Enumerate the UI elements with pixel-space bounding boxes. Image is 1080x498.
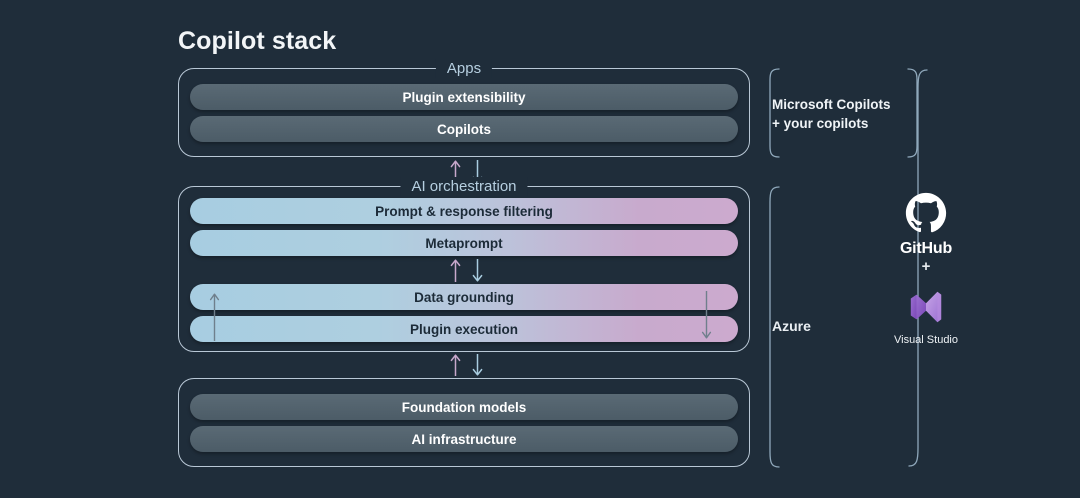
bar-label: Metaprompt bbox=[425, 235, 503, 251]
bar-label: Plugin execution bbox=[409, 321, 518, 337]
group-ai-orchestration-label: AI orchestration bbox=[400, 177, 528, 196]
visual-studio-icon bbox=[910, 291, 942, 323]
bracket-tools-column bbox=[908, 69, 928, 467]
label-line-2: + your copilots bbox=[772, 116, 869, 131]
bar-plugin-extensibility[interactable]: Plugin extensibility bbox=[190, 84, 738, 110]
bar-plugin-execution[interactable]: Plugin execution bbox=[190, 316, 738, 342]
bar-metaprompt[interactable]: Metaprompt bbox=[190, 230, 738, 256]
arrow-down-icon bbox=[701, 291, 712, 339]
bar-data-grounding[interactable]: Data grounding bbox=[190, 284, 738, 310]
label-azure: Azure bbox=[772, 318, 811, 334]
bar-ai-infrastructure[interactable]: AI infrastructure bbox=[190, 426, 738, 452]
arrow-up-icon bbox=[450, 258, 461, 282]
bar-label: Data grounding bbox=[414, 289, 514, 305]
github-octocat-icon bbox=[905, 192, 947, 233]
logo-github-label: GitHub bbox=[899, 240, 953, 257]
page-title: Copilot stack bbox=[178, 27, 337, 55]
group-foundation bbox=[178, 378, 750, 467]
arrow-up-icon bbox=[209, 293, 220, 341]
arrow-down-icon bbox=[472, 258, 483, 282]
bracket-microsoft-copilots-right bbox=[907, 68, 918, 158]
logo-github: GitHub bbox=[888, 192, 964, 258]
bar-prompt-response-filtering[interactable]: Prompt & response filtering bbox=[190, 198, 738, 224]
label-microsoft-copilots: Microsoft Copilots + your copilots bbox=[772, 95, 891, 133]
group-ai-orchestration: AI orchestration bbox=[178, 177, 750, 352]
arrows-orchestration-foundation bbox=[450, 352, 483, 378]
group-apps: Apps bbox=[178, 59, 750, 157]
bar-foundation-models[interactable]: Foundation models bbox=[190, 394, 738, 420]
arrows-metaprompt-data-grounding bbox=[450, 256, 483, 284]
bar-label: Plugin extensibility bbox=[402, 89, 526, 105]
logo-visual-studio-label: Visual Studio bbox=[893, 334, 958, 346]
bracket-azure bbox=[769, 186, 780, 468]
group-apps-label: Apps bbox=[435, 59, 493, 78]
bar-label: Copilots bbox=[437, 121, 491, 137]
logo-visual-studio: Visual Studio bbox=[880, 288, 972, 346]
bar-copilots[interactable]: Copilots bbox=[190, 116, 738, 142]
plus-separator: + bbox=[921, 258, 931, 275]
bar-label: Foundation models bbox=[401, 399, 527, 415]
bar-label: Prompt & response filtering bbox=[375, 203, 553, 219]
bracket-microsoft-copilots-left bbox=[769, 68, 780, 158]
arrow-down-icon bbox=[472, 354, 483, 376]
bar-label: AI infrastructure bbox=[411, 431, 517, 447]
label-line-1: Microsoft Copilots bbox=[772, 97, 891, 112]
arrow-up-icon bbox=[450, 354, 461, 376]
